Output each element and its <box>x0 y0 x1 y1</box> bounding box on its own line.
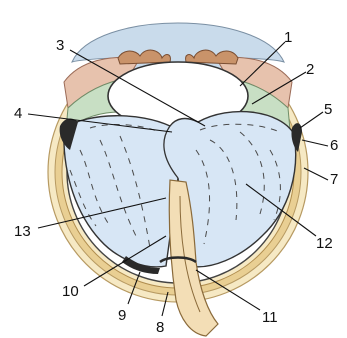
label-10: 10 <box>62 283 79 300</box>
label-11: 11 <box>262 309 278 326</box>
label-6: 6 <box>330 137 338 154</box>
label-13: 13 <box>14 223 31 240</box>
label-3: 3 <box>56 37 64 54</box>
label-2: 2 <box>306 61 314 78</box>
label-5: 5 <box>324 101 332 118</box>
label-1: 1 <box>284 29 292 46</box>
label-12: 12 <box>316 235 333 252</box>
label-8: 8 <box>156 319 164 336</box>
label-7: 7 <box>330 171 338 188</box>
label-4: 4 <box>14 105 22 122</box>
label-9: 9 <box>118 307 126 324</box>
